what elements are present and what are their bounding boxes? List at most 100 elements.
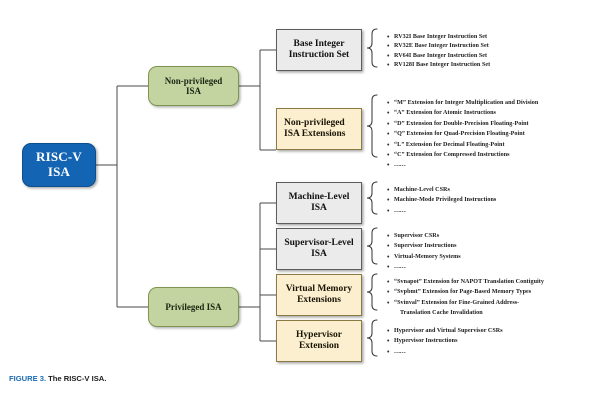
- node-non-privileged-isa-extensions[interactable]: Non-privileged ISA Extensions: [276, 108, 362, 150]
- brace-hypervisor: [366, 319, 378, 357]
- list-item-label: “Svinval” Extension for Fine-Grained Add…: [394, 299, 520, 306]
- list-item-label: Supervisor CSRs: [394, 233, 440, 239]
- list-item: • ……: [387, 262, 461, 272]
- list-item-label: RV64I Base Integer Instruction Set: [394, 52, 488, 59]
- node-nonpriv-ext-line1: Non-privileged: [284, 118, 345, 129]
- list-machine-level-isa: • Machine-Level CSRs • Machine-Mode Priv…: [387, 185, 496, 216]
- bullet-icon: •: [387, 298, 390, 307]
- list-item: • Hypervisor Instructions: [387, 336, 503, 346]
- list-item: • “Svinval” Extension for Fine-Grained A…: [387, 298, 544, 308]
- brace-supervisor: [366, 227, 378, 265]
- bullet-icon: •: [387, 242, 390, 251]
- list-item: • “Q” Extension for Quad-Precision Float…: [387, 129, 538, 139]
- node-root-risc-v-isa[interactable]: RISC-V ISA: [22, 143, 96, 187]
- bullet-icon: •: [387, 347, 390, 356]
- list-item: • RV64I Base Integer Instruction Set: [387, 52, 490, 61]
- bullet-icon: •: [387, 151, 390, 160]
- list-item: • “A” Extension for Atomic Instructions: [387, 108, 538, 118]
- list-supervisor-level-isa: • Supervisor CSRs • Supervisor Instructi…: [387, 231, 461, 273]
- bullet-icon: •: [387, 119, 390, 128]
- list-item-label: RV128I Base Integer Instruction Set: [394, 62, 491, 69]
- bullet-icon: •: [387, 327, 390, 335]
- list-item: • Supervisor CSRs: [387, 231, 461, 241]
- list-item-label: Supervisor Instructions: [394, 243, 457, 250]
- list-item: • RV32E Base Integer Instruction Set: [387, 42, 490, 51]
- bullet-icon: •: [387, 288, 390, 297]
- figure-number: FIGURE 3.: [9, 374, 47, 383]
- node-non-privileged-isa[interactable]: Non-privileged ISA: [148, 66, 239, 106]
- list-item: • Machine-Level CSRs: [387, 185, 496, 195]
- node-root-line1: RISC-V: [36, 149, 82, 165]
- node-machine-level-line2: ISA: [311, 203, 327, 213]
- figure-title: The RISC-V ISA.: [48, 374, 107, 383]
- list-item-label: “Svpbmt” Extension for Page-Based Memory…: [394, 289, 532, 296]
- list-item-label: Machine-Level CSRs: [394, 187, 450, 193]
- list-item-label: “M” Extension for Integer Multiplication…: [394, 100, 539, 106]
- list-item-label: “Svnapot” Extension for NAPOT Translatio…: [394, 279, 544, 285]
- list-item-label: ……: [394, 264, 406, 271]
- list-item: • “D” Extension for Double-Precision Flo…: [387, 119, 538, 129]
- list-item: • “L” Extension for Decimal Floating-Poi…: [387, 140, 538, 150]
- list-base-integer-instruction-set: • RV32I Base Integer Instruction Set • R…: [387, 33, 490, 71]
- node-machine-level-line1: Machine-Level: [288, 192, 350, 203]
- bullet-icon: •: [387, 206, 390, 215]
- list-item: • “Svpbmt” Extension for Page-Based Memo…: [387, 287, 544, 297]
- brace-base-integer: [366, 28, 378, 68]
- figure-caption: FIGURE 3.The RISC-V ISA.: [9, 374, 106, 383]
- bullet-icon: •: [387, 337, 390, 346]
- bullet-icon: •: [387, 51, 390, 60]
- list-item-label: Translation Cache Invalidation: [400, 310, 483, 317]
- list-item-label: “A” Extension for Atomic Instructions: [394, 110, 496, 117]
- node-supervisor-level-line2: ISA: [311, 249, 327, 259]
- bullet-icon: •: [387, 42, 390, 51]
- list-item-label: “D” Extension for Double-Precision Float…: [394, 120, 529, 127]
- list-item: • Supervisor Instructions: [387, 241, 461, 251]
- bullet-icon: •: [387, 278, 390, 286]
- bullet-icon: •: [387, 33, 390, 41]
- node-base-integer-line2: Instruction Set: [288, 50, 350, 60]
- bullet-icon: •: [387, 61, 390, 70]
- node-supervisor-level-isa[interactable]: Supervisor-Level ISA: [276, 228, 362, 270]
- bullet-icon: •: [387, 196, 390, 205]
- list-item: • RV32I Base Integer Instruction Set: [387, 33, 490, 42]
- list-item-label: Hypervisor and Virtual Supervisor CSRs: [394, 328, 503, 334]
- node-hypervisor-extension[interactable]: Hypervisor Extension: [276, 320, 362, 362]
- brace-nonpriv-ext: [366, 94, 378, 158]
- bullet-icon: •: [387, 263, 390, 272]
- node-machine-level-isa[interactable]: Machine-Level ISA: [276, 182, 362, 224]
- bullet-spacer: [387, 308, 394, 318]
- node-base-integer-line1: Base Integer: [293, 39, 345, 50]
- bullet-icon: •: [387, 99, 390, 107]
- list-item: • Virtual-Memory Systems: [387, 252, 461, 262]
- list-item-continuation: Translation Cache Invalidation: [387, 308, 544, 318]
- bullet-icon: •: [387, 130, 390, 139]
- list-item-label: ……: [394, 207, 406, 214]
- list-virtual-memory-extensions: • “Svnapot” Extension for NAPOT Translat…: [387, 277, 544, 319]
- list-item: • ……: [387, 160, 538, 170]
- node-privileged-isa[interactable]: Privileged ISA: [148, 287, 239, 327]
- list-item-label: RV32I Base Integer Instruction Set: [394, 34, 488, 40]
- node-virtual-memory-line1: Virtual Memory: [285, 284, 353, 295]
- list-item-label: “C” Extension for Compressed Instruction…: [394, 152, 510, 159]
- list-item: • “C” Extension for Compressed Instructi…: [387, 150, 538, 160]
- bullet-icon: •: [387, 140, 390, 149]
- bullet-icon: •: [387, 161, 390, 170]
- brace-machine: [366, 181, 378, 215]
- list-item-label: Hypervisor Instructions: [394, 338, 458, 345]
- list-non-privileged-isa-extensions: • “M” Extension for Integer Multiplicati…: [387, 98, 538, 171]
- node-virtual-memory-extensions[interactable]: Virtual Memory Extensions: [276, 274, 362, 316]
- list-item: • “Svnapot” Extension for NAPOT Translat…: [387, 277, 544, 287]
- list-item: • “M” Extension for Integer Multiplicati…: [387, 98, 538, 108]
- list-item-label: ……: [394, 348, 406, 355]
- list-item-label: ……: [394, 162, 406, 169]
- node-non-privileged-isa-line1: Non-privileged: [164, 75, 223, 86]
- list-item-label: Virtual-Memory Systems: [394, 253, 461, 260]
- node-base-integer-instruction-set[interactable]: Base Integer Instruction Set: [276, 29, 362, 71]
- bullet-icon: •: [387, 252, 390, 261]
- bullet-icon: •: [387, 186, 390, 194]
- bullet-icon: •: [387, 109, 390, 118]
- brace-virtual-memory: [366, 273, 378, 311]
- node-non-privileged-isa-line2: ISA: [185, 86, 201, 96]
- node-privileged-isa-line1: Privileged ISA: [165, 301, 222, 312]
